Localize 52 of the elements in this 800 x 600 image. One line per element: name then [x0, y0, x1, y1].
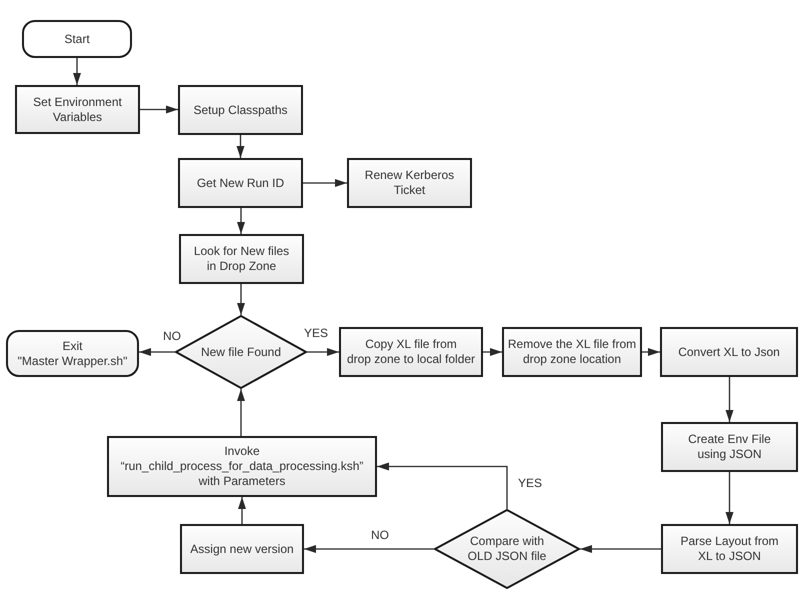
step-text: Convert XL to Json [678, 344, 780, 360]
arrow [726, 377, 734, 422]
arrow [73, 58, 81, 85]
arrow [139, 348, 175, 356]
process-box [347, 158, 472, 208]
edge-label: YES [517, 476, 543, 490]
process-box [178, 85, 303, 135]
step-text: Invoke “run_child_process_for_data_processing.ksh” with Parameters [120, 444, 364, 489]
process-box [502, 327, 642, 377]
step-text: Assign new version [190, 542, 294, 556]
arrow [303, 179, 347, 187]
terminator-text: Exit "Master Wrapper.sh" [18, 338, 128, 368]
step-text: Create Env File using JSON [688, 432, 771, 462]
arrow [140, 106, 178, 114]
step-text: Parse Layout from XL to JSON [680, 534, 779, 564]
step-text: Renew Kerberos Ticket [364, 168, 454, 198]
step-text: Remove the XL file from drop zone location [508, 337, 636, 367]
step-text: Copy XL file from drop zone to local folder [346, 337, 476, 367]
arrow [726, 472, 734, 524]
step-text: Set Environment Variables [33, 94, 122, 124]
arrow [304, 545, 434, 553]
arrow [236, 135, 244, 158]
arrow [483, 348, 502, 356]
rounded-terminator [22, 20, 132, 58]
arrow [377, 462, 508, 509]
process-box [661, 524, 798, 574]
edge-label: NO [370, 528, 390, 542]
arrow [238, 497, 246, 524]
arrow [237, 389, 245, 436]
process-box [180, 524, 304, 574]
process-box [178, 158, 303, 208]
arrow [307, 348, 339, 356]
process-box [661, 422, 798, 472]
rounded-terminator [6, 330, 139, 377]
arrow [237, 208, 245, 234]
step-text: Look for New files in Drop Zone [194, 244, 290, 274]
process-box [179, 234, 304, 284]
arrow [642, 348, 660, 356]
process-box [15, 85, 140, 134]
process-box [339, 327, 483, 377]
step-text: Get New Run ID [196, 176, 284, 190]
edge-label: YES [303, 326, 329, 340]
arrow [580, 545, 661, 553]
process-box [107, 436, 377, 497]
process-box [660, 327, 798, 377]
decision-diamond [434, 509, 580, 589]
arrow [237, 284, 245, 315]
decision-text: New file Found [200, 344, 282, 360]
decision-text: Compare with OLD JSON file [468, 534, 546, 564]
step-text: Setup Classpaths [193, 102, 288, 118]
terminator-text: Start [64, 32, 90, 46]
edge-label: NO [162, 329, 182, 343]
